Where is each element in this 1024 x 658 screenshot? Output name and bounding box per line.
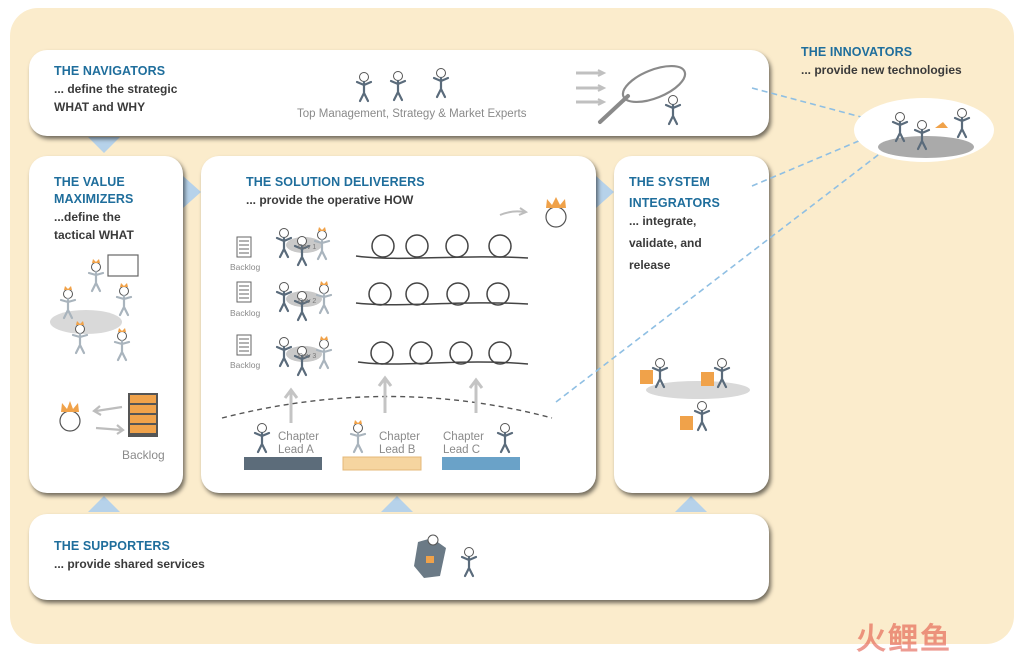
connector-supporters-to-integrators	[675, 496, 707, 512]
chapter-lead-c-line1: Chapter	[443, 431, 484, 443]
backlog-label-row1: Backlog	[230, 262, 261, 272]
system-integrators-desc-line1: ... integrate,	[629, 214, 697, 228]
connector-value-to-solution	[183, 176, 201, 208]
innovators-desc: ... provide new technologies	[801, 63, 962, 77]
backlog-label-row3: Backlog	[230, 360, 261, 370]
connector-supporters-to-value	[88, 496, 120, 512]
solution-deliverers-desc: ... provide the operative HOW	[246, 193, 414, 207]
supporters-panel	[29, 514, 769, 600]
value-maximizers-title-line1: THE VALUE	[54, 175, 125, 189]
system-integrators-title-line1: THE SYSTEM	[629, 175, 710, 189]
chapter-lead-b-line2: Lead B	[379, 444, 416, 456]
supporters-title: THE SUPPORTERS	[54, 539, 170, 553]
watermark-logo: 火鲤鱼	[856, 622, 952, 657]
chapter-lead-b-line1: Chapter	[379, 431, 420, 443]
value-maximizers-title-line2: MAXIMIZERS	[54, 192, 134, 206]
connector-navigators-to-value	[88, 137, 120, 153]
navigators-desc-line2: WHAT and WHY	[54, 100, 146, 114]
solution-deliverers-title: THE SOLUTION DELIVERERS	[246, 175, 425, 189]
navigators-title: THE NAVIGATORS	[54, 64, 166, 78]
supporters-desc: ... provide shared services	[54, 557, 205, 571]
value-maximizers-desc-line1: ...define the	[54, 210, 121, 224]
connector-solution-to-integrators	[596, 176, 614, 208]
backlog-label-row2: Backlog	[230, 308, 261, 318]
system-integrators-title-line2: INTEGRATORS	[629, 196, 720, 210]
navigators-desc-line1: ... define the strategic	[54, 82, 178, 96]
chapter-lead-a-line2: Lead A	[278, 444, 314, 456]
chapter-lead-c-line2: Lead C	[443, 444, 481, 456]
navigators-caption: Top Management, Strategy & Market Expert…	[297, 108, 527, 120]
system-integrators-desc-line2: validate, and	[629, 236, 702, 250]
innovators-title: THE INNOVATORS	[801, 45, 913, 59]
value-maximizers-desc-line2: tactical WHAT	[54, 228, 134, 242]
connector-supporters-to-solution	[381, 496, 413, 512]
value-maximizers-backlog-label: Backlog	[122, 448, 165, 462]
chapter-lead-a-line1: Chapter	[278, 431, 319, 443]
system-integrators-desc-line3: release	[629, 258, 671, 272]
